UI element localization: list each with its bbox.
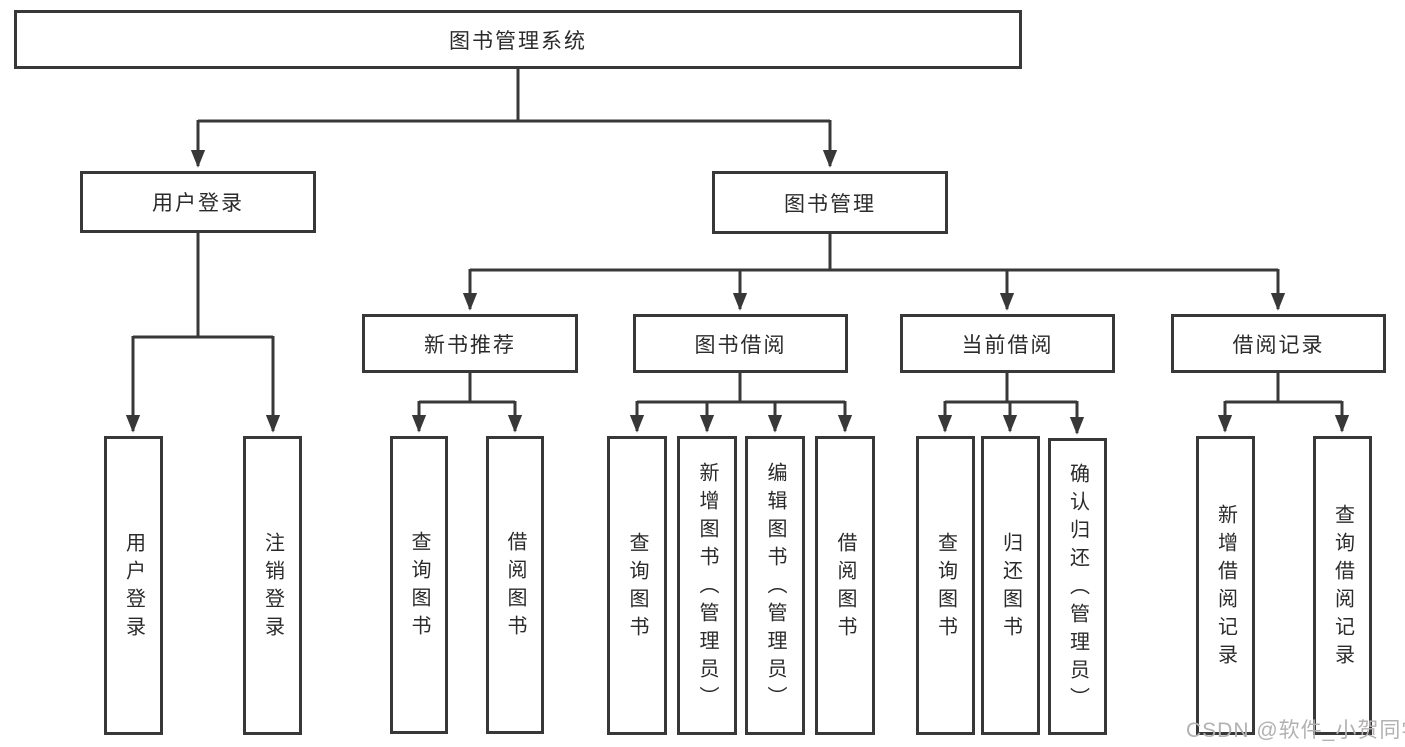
node-borrowing-records: 借阅记录 [1171,314,1386,373]
node-leaf-borrow-books-rec: 借阅图书 [486,436,544,734]
node-leaf-query-borrow-record: 查询借阅记录 [1313,436,1372,735]
node-leaf-query-books-borrow: 查询图书 [607,436,667,735]
node-library-management-system: 图书管理系统 [14,10,1022,69]
node-user-login: 用户登录 [80,171,316,233]
node-leaf-return-books: 归还图书 [981,436,1040,735]
node-leaf-query-books-current: 查询图书 [916,436,975,735]
node-book-borrowing: 图书借阅 [633,314,848,373]
node-leaf-user-login: 用户登录 [104,436,163,735]
node-leaf-add-books-admin: 新增图书（管理员） [677,436,737,735]
node-leaf-query-books-rec: 查询图书 [390,436,448,734]
node-new-book-recommendation: 新书推荐 [362,314,578,373]
node-current-borrowing: 当前借阅 [900,314,1115,373]
node-leaf-edit-books-admin: 编辑图书（管理员） [745,436,805,735]
node-book-management: 图书管理 [712,171,948,234]
node-leaf-confirm-return-admin: 确认归还（管理员） [1048,438,1107,735]
node-leaf-add-borrow-record: 新增借阅记录 [1196,436,1255,735]
node-leaf-borrow-books: 借阅图书 [815,436,875,735]
csdn-watermark: CSDN @软件_小贺同学 [1186,719,1405,742]
node-leaf-logout: 注销登录 [243,436,302,735]
